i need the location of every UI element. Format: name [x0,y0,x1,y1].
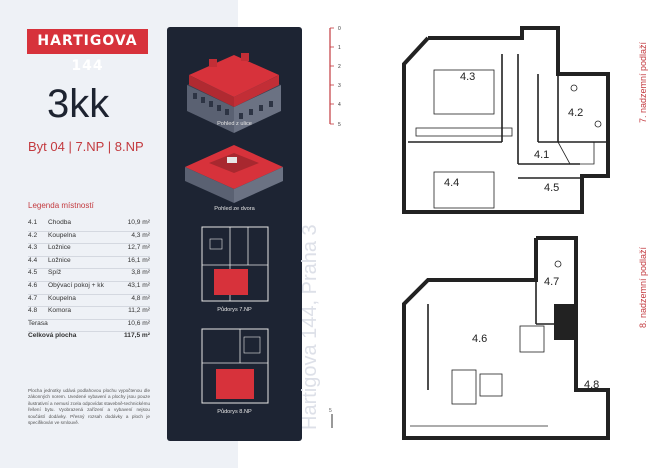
yard-view-label: Pohled ze dvora [214,206,255,212]
plan-room-4-4: 4.4 [444,177,459,189]
scale-tick-2: 2 [338,64,341,70]
plan-room-4-7: 4.7 [544,276,559,288]
scale-bottom-mark [331,414,333,428]
floor-plan-8np: 4.7 4.6 4.8 [402,236,610,440]
legend-title: Legenda místností [28,201,94,210]
scale-tick-1: 1 [338,45,341,51]
scale-tick-3: 3 [338,83,341,89]
scale-tick-0: 0 [338,26,341,32]
plan-room-4-6: 4.6 [472,333,487,345]
plan-8np-thumbnail [201,328,269,404]
plan-room-4-2: 4.2 [568,107,583,119]
unit-type: 3kk [47,82,110,126]
plan-7np-label: Půdorys 7.NP [217,307,252,313]
plan-room-4-1: 4.1 [534,149,549,161]
plan-room-4-8: 4.8 [584,379,599,391]
yard-view-image [185,145,283,203]
scale-tick-5: 5 [338,122,341,128]
street-view-label: Pohled z ulice [217,121,252,127]
brand-logo: HARTIGOVA 144 [27,29,148,74]
plan-room-4-3: 4.3 [460,71,475,83]
floor-label-7np: 7. nadzemní podlaží [638,41,648,123]
plan-8np-label: Půdorys 8.NP [217,409,252,415]
unit-subtitle: Byt 04 | 7.NP | 8.NP [28,139,144,154]
plan-7np-thumbnail [201,226,269,302]
scale-bar: 0 1 2 3 4 5 [329,26,341,128]
scale-bottom-label: 5 [329,408,332,414]
street-view-image [187,53,281,133]
disclaimer-text: Plocha jednotky udává podlahovou plochu … [28,388,150,426]
plan-room-4-5: 4.5 [544,182,559,194]
address-vertical: Hartigova 144, Praha 3 [299,224,321,430]
views-panel: Pohled z ulice Pohled ze dvora Půdorys 7… [167,27,302,441]
floor-plan-7np: 4.3 4.2 4.1 4.4 4.5 [402,26,610,214]
floor-label-8np: 8. nadzemní podlaží [638,246,648,328]
scale-tick-4: 4 [338,102,341,108]
